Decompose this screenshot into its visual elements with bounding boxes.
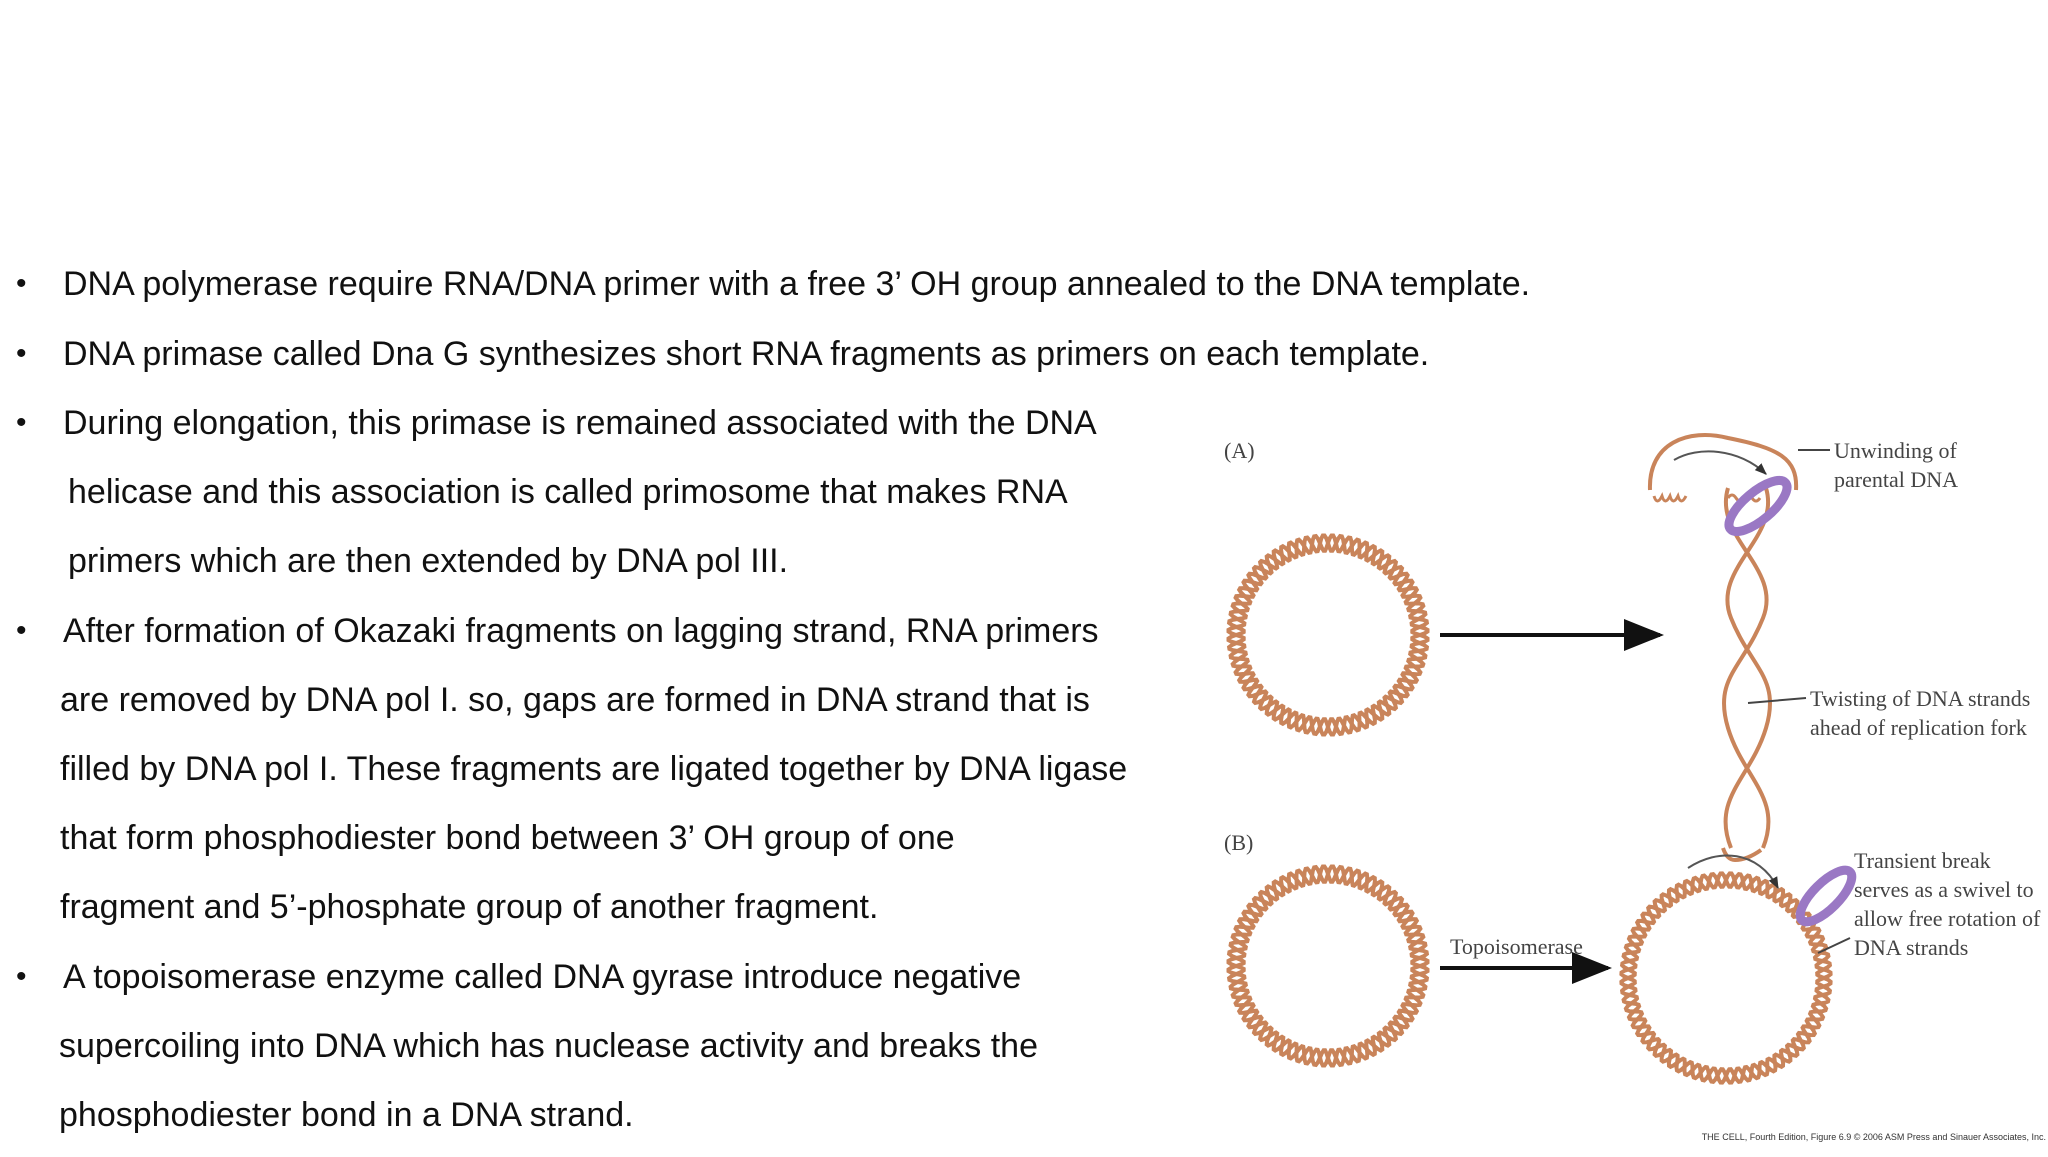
bullet-3-line-3: primers which are then extended by DNA p… [68, 542, 789, 580]
dna-topology-figure: (A) (B) Unwinding of [1218, 418, 2048, 1152]
bullet-4-line-1: After formation of Okazaki fragments on … [63, 612, 1099, 650]
unwinding-label-line2: parental DNA [1834, 467, 1958, 492]
transient-label-line2: serves as a swivel to [1854, 877, 2034, 902]
bullet-marker: • [16, 960, 27, 993]
circular-dna-a [1226, 533, 1430, 737]
bullet-marker: • [16, 267, 27, 300]
rotation-arrow [1687, 854, 1779, 890]
panel-a-label: (A) [1224, 438, 1255, 463]
bullet-2-line-1: DNA primase called Dna G synthesizes sho… [63, 335, 1430, 373]
topoisomerase-swivel-icon [1795, 865, 1857, 927]
transient-leader [1817, 937, 1851, 954]
panel-b-label: (B) [1224, 830, 1253, 855]
transient-label-line4: DNA strands [1854, 935, 1968, 960]
circular-dna-b-strand [1226, 864, 1430, 1068]
transient-label-line3: allow free rotation of [1854, 906, 2041, 931]
bullet-3-line-2: helicase and this association is called … [68, 473, 1068, 511]
unwinding-label-line1: Unwinding of [1834, 438, 1958, 463]
bullet-marker: • [16, 406, 27, 439]
bullet-4-line-3: filled by DNA pol I. These fragments are… [60, 750, 1128, 788]
bullet-4-line-4: that form phosphodiester bond between 3’… [60, 819, 955, 857]
bullet-3-line-1: During elongation, this primase is remai… [63, 404, 1097, 442]
bullet-5-line-1: A topoisomerase enzyme called DNA gyrase… [63, 958, 1022, 996]
twisting-label-line1: Twisting of DNA strands [1810, 686, 2030, 711]
figure-svg: (A) (B) Unwinding of [1224, 433, 2046, 1142]
circular-dna-b-product-strand [1619, 871, 1833, 1085]
bullet-5-line-3: phosphodiester bond in a DNA strand. [59, 1096, 634, 1134]
transient-label-line1: Transient break [1854, 848, 1991, 873]
replication-fork-a [1647, 433, 1799, 537]
figure-credit: THE CELL, Fourth Edition, Figure 6.9 © 2… [1702, 1132, 2046, 1142]
bullet-marker: • [16, 614, 27, 647]
bullet-4-line-2: are removed by DNA pol I. so, gaps are f… [60, 681, 1090, 719]
twisting-label-line2: ahead of replication fork [1810, 715, 2027, 740]
twisting-leader [1747, 697, 1807, 704]
bullet-5-line-2: supercoiling into DNA which has nuclease… [59, 1027, 1038, 1065]
bullet-4-line-5: fragment and 5’-phosphate group of anoth… [60, 888, 879, 926]
circular-dna-b [1226, 864, 1430, 1068]
circular-dna-a-strand [1226, 533, 1430, 737]
supercoiled-dna [1721, 487, 1773, 863]
helicase-swivel-icon [1724, 475, 1792, 537]
bullet-marker: • [16, 337, 27, 370]
topoisomerase-label: Topoisomerase [1450, 934, 1583, 959]
bullet-1-line-1: DNA polymerase require RNA/DNA primer wi… [63, 265, 1531, 303]
